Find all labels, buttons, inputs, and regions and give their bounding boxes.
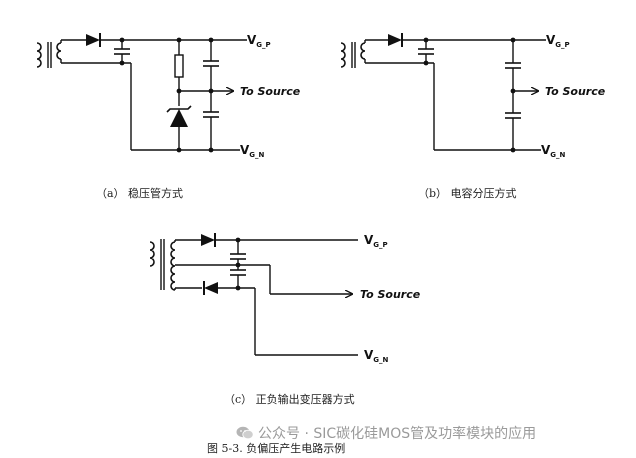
to-source-label-a: To Source [240,85,301,98]
diode-b [388,33,403,47]
transformer-c [149,239,176,291]
to-source-label-c: To Source [360,288,421,301]
to-source-label-b: To Source [545,85,606,98]
output-capacitor-top-a [203,40,219,112]
capacitor-positive-c [230,240,246,265]
caption-c: （c） 正负输出变压器方式 [224,393,355,406]
resistor-a [174,40,184,106]
caption-b: （b） 电容分压方式 [418,187,517,200]
input-capacitor-b [418,40,434,63]
figure-title: 图 5-3. 负偏压产生电路示例 [207,442,346,455]
divider-capacitor-bottom-b [505,112,521,150]
vgp-label-c: VG_P [364,233,388,249]
zener-diode-a [166,105,192,150]
vgp-label-b: VG_P [546,33,570,49]
divider-capacitor-top-b [505,40,521,113]
vgn-label-c: VG_N [364,348,389,364]
diode-a [86,33,101,47]
circuit-c: To Source VG_P VG_N [149,233,421,364]
capacitor-negative-c [230,265,246,288]
input-capacitor-a [114,40,130,63]
diode-negative-c [203,281,218,295]
diode-positive-c [201,233,216,247]
vgp-label-a: VG_P [247,33,271,49]
vgn-label-b: VG_N [541,143,566,159]
watermark: 公众号 · SIC碳化硅MOS管及功率模块的应用 [236,423,536,443]
output-capacitor-bottom-a [203,111,219,150]
wechat-icon [236,426,254,440]
transformer-b [340,40,366,68]
circuit-a: To Source VG_P VG_N [36,33,301,159]
transformer-a [36,40,62,68]
watermark-text: 公众号 · SIC碳化硅MOS管及功率模块的应用 [258,426,537,442]
circuit-b: To Source VG_P VG_N [340,33,606,159]
caption-a: （a） 稳压管方式 [96,187,184,200]
vgn-label-a: VG_N [240,143,265,159]
